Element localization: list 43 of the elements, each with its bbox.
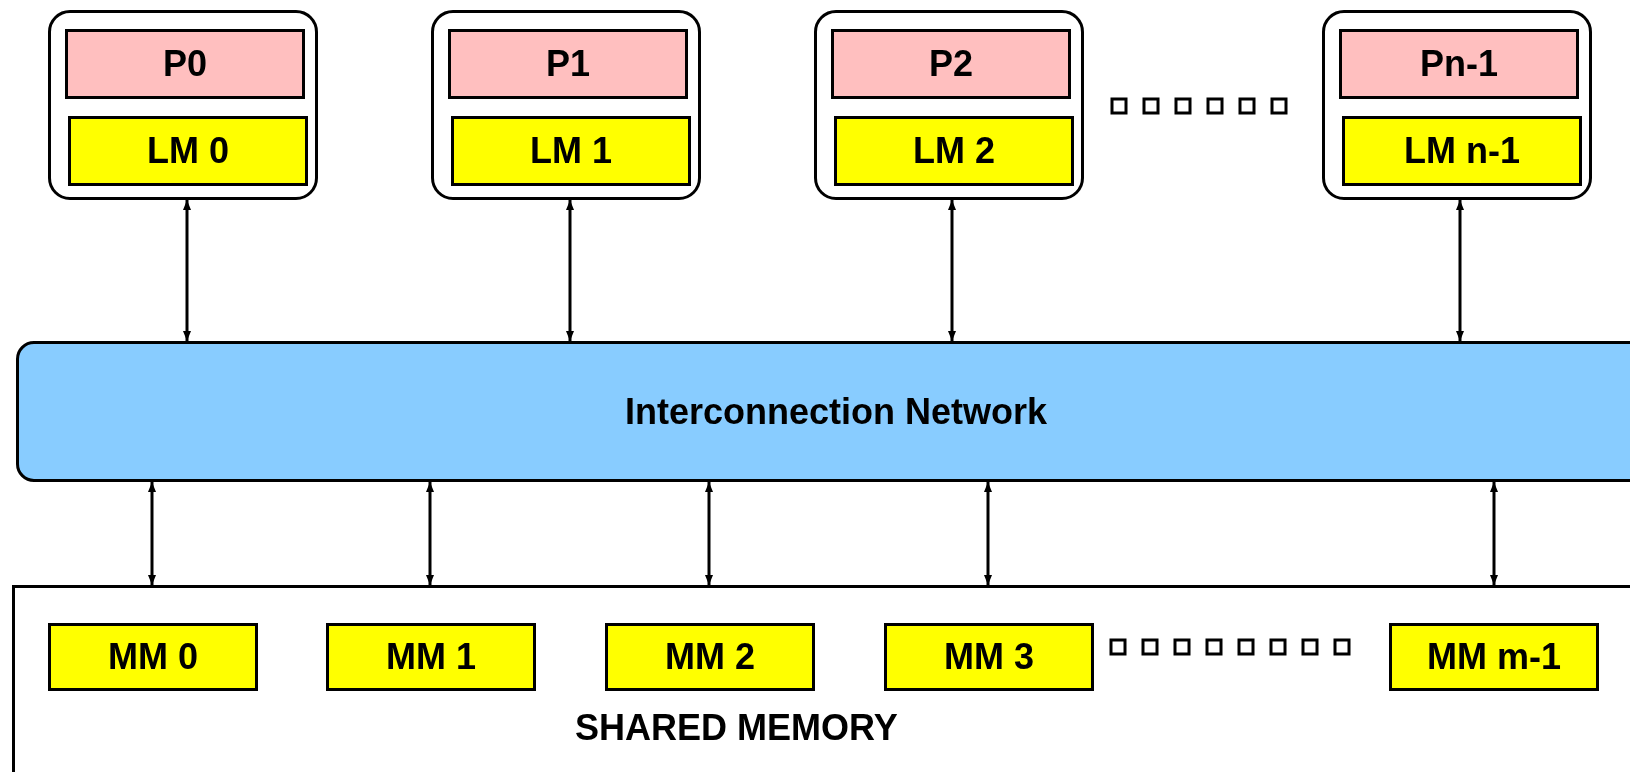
processor-box [814, 10, 1084, 200]
double-arrow [1456, 200, 1464, 341]
local-memory-box [834, 116, 1074, 186]
shared-memory-box [12, 585, 1630, 772]
double-arrow [705, 482, 713, 585]
local-memory-box [1342, 116, 1582, 186]
node-label: LM 2 [913, 133, 995, 169]
network-band [16, 341, 1630, 482]
node-label: LM 0 [147, 133, 229, 169]
double-arrow [984, 482, 992, 585]
node-label: MM 0 [108, 639, 198, 675]
double-arrow [148, 482, 156, 585]
memory-module-box [1389, 623, 1599, 691]
double-arrow [566, 200, 574, 341]
processor-box [431, 10, 701, 200]
processor-box [48, 10, 318, 200]
processor-label-box [831, 29, 1071, 99]
node-label: P0 [162, 46, 207, 82]
processor-label-box [65, 29, 305, 99]
local-memory-box [451, 116, 691, 186]
memory-module-box [326, 623, 536, 691]
double-arrow [948, 200, 956, 341]
processor-label-box [448, 29, 688, 99]
double-arrow [1490, 482, 1498, 585]
node-label: LM 1 [530, 133, 612, 169]
local-memory-box [68, 116, 308, 186]
node-label: MM 1 [386, 639, 476, 675]
node-label: P2 [928, 46, 973, 82]
processor-label-box [1339, 29, 1579, 99]
node-label: P1 [545, 46, 590, 82]
double-arrow [426, 482, 434, 585]
processor-box [1322, 10, 1592, 200]
memory-module-box [884, 623, 1094, 691]
node-label: Interconnection Network [624, 393, 1048, 430]
node-label: Pn-1 [1420, 46, 1498, 82]
node-label: MM m-1 [1427, 639, 1561, 675]
node-label: MM 2 [665, 639, 755, 675]
memory-module-box [48, 623, 258, 691]
node-label: SHARED MEMORY [575, 710, 898, 746]
double-arrow [183, 200, 191, 341]
memory-module-box [605, 623, 815, 691]
node-label: MM 3 [944, 639, 1034, 675]
node-label: LM n-1 [1404, 133, 1520, 169]
